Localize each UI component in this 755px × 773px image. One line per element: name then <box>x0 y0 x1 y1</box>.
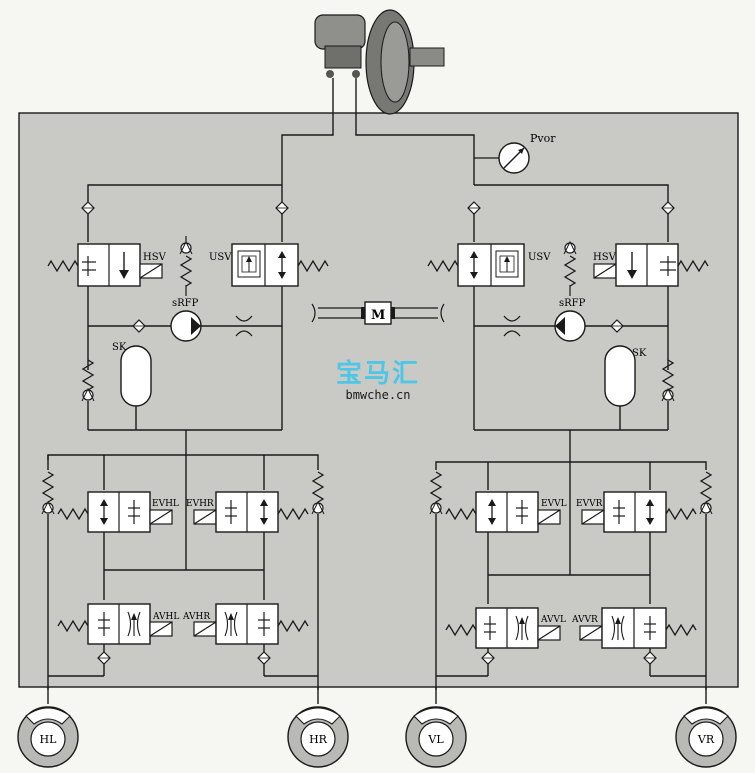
usv-left-label: USV <box>209 252 232 263</box>
orifice-right <box>503 315 521 337</box>
srfp-right-label: sRFP <box>559 298 586 309</box>
motor-label: M <box>371 308 385 323</box>
valve-avhl <box>57 603 173 645</box>
valve-usv-left <box>179 236 329 296</box>
wheel-vr <box>675 706 737 768</box>
valve-evhl <box>57 491 173 533</box>
wheel-hr <box>287 706 349 768</box>
line-right-circuit <box>355 78 475 185</box>
accumulator-sk-left <box>120 345 152 407</box>
line-left-circuit <box>281 78 334 185</box>
valve-usv-right <box>427 241 577 296</box>
valve-evvl <box>445 491 561 533</box>
avvr-label: AVVR <box>571 615 598 625</box>
valve-avhr <box>193 603 309 645</box>
valve-avvl <box>445 607 561 649</box>
orifice-left <box>235 315 253 337</box>
pump-srfp-right <box>554 310 586 342</box>
valve-evvr <box>581 491 697 533</box>
wheel-vr-label: VR <box>697 733 715 746</box>
evvr-label: EVVR <box>576 499 603 509</box>
valve-avvr <box>579 607 697 649</box>
usv-right-label: USV <box>528 252 551 263</box>
valve-evhr <box>193 491 309 533</box>
evhr-label: EVHR <box>186 499 214 509</box>
pump-srfp-left <box>170 310 202 342</box>
evhl-label: EVHL <box>152 499 179 509</box>
hsv-right-label: HSV <box>593 252 617 263</box>
watermark: 宝马汇 bmwche.cn <box>326 360 430 402</box>
avhl-label: AVHL <box>152 612 179 622</box>
sk-right-label: SK <box>632 348 647 359</box>
evvl-label: EVVL <box>541 499 567 509</box>
accumulator-sk-right <box>604 345 636 407</box>
pvor-gauge <box>474 142 530 174</box>
hsv-left-label: HSV <box>143 252 167 263</box>
watermark-url: bmwche.cn <box>345 388 411 402</box>
wheel-vl-label: VL <box>427 733 444 746</box>
wheel-hl <box>17 706 79 768</box>
wheel-hl-label: HL <box>40 733 58 746</box>
avvl-label: AVVL <box>540 615 566 625</box>
valve-hsv-left <box>47 243 163 287</box>
wheel-hr-label: HR <box>309 733 328 746</box>
pvor-label: Pvor <box>530 132 556 145</box>
watermark-logo: 宝马汇 <box>335 359 420 389</box>
valve-hsv-right <box>593 243 709 287</box>
line-left-top <box>87 184 282 202</box>
wheel-vl <box>405 706 467 768</box>
brake-booster <box>314 9 445 115</box>
sk-left-label: SK <box>112 342 127 353</box>
pump-motor <box>311 301 445 325</box>
avhr-label: AVHR <box>182 612 210 622</box>
srfp-left-label: sRFP <box>172 298 199 309</box>
